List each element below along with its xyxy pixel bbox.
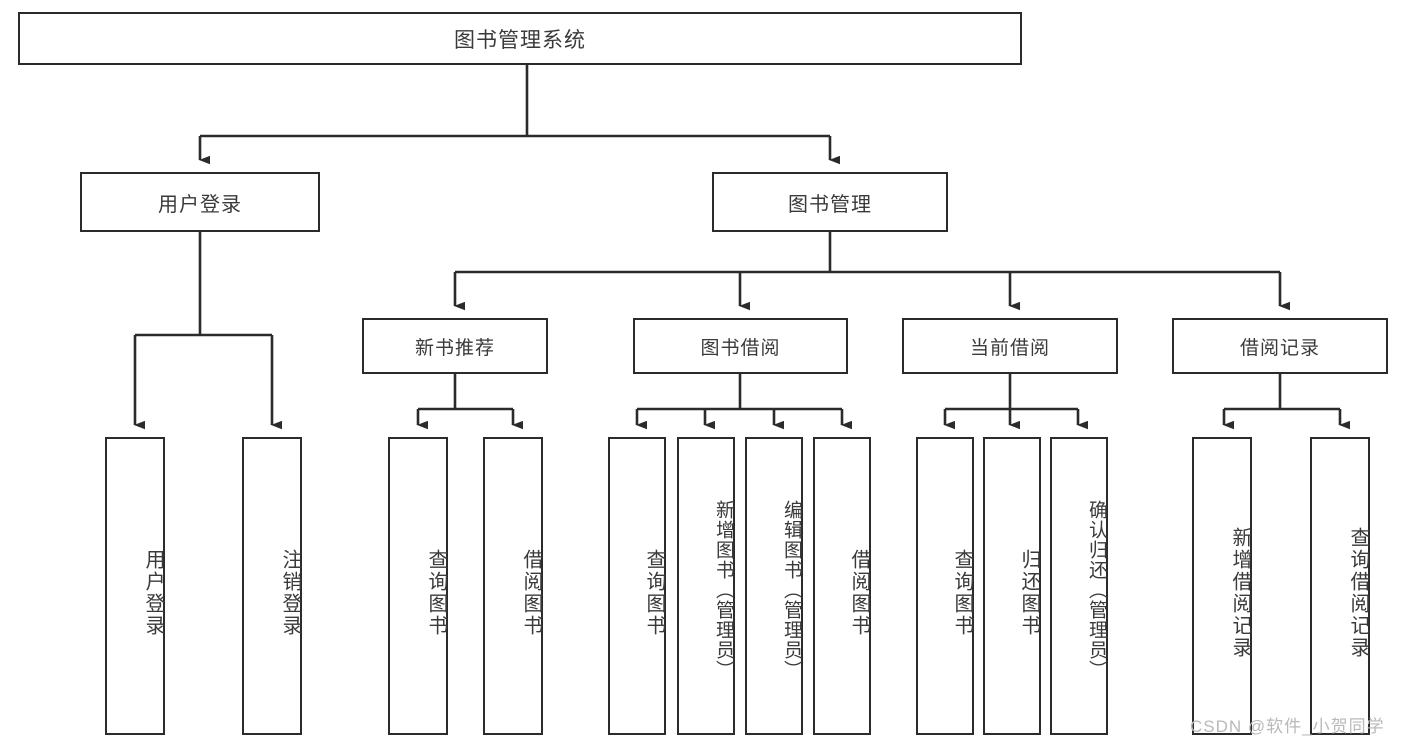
csdn-watermark: CSDN @软件_小贺同学 [1190,717,1385,736]
leaf-recommend-query-book[interactable]: 查询图书 [388,437,448,735]
leaf-borrow-add-book-admin[interactable]: 新增图书（管理员） [677,437,735,735]
leaf-user-login-logout[interactable]: 注销登录 [242,437,302,735]
leaf-current-confirm-return-admin[interactable]: 确认归还（管理员） [1050,437,1108,735]
leaf-record-add-record[interactable]: 新增借阅记录 [1192,437,1252,735]
leaf-current-return-book[interactable]: 归还图书 [983,437,1041,735]
node-current-borrow[interactable]: 当前借阅 [902,318,1118,374]
node-new-book-recommend[interactable]: 新书推荐 [362,318,548,374]
node-book-borrow[interactable]: 图书借阅 [633,318,848,374]
leaf-borrow-borrow-book[interactable]: 借阅图书 [813,437,871,735]
leaf-user-login-login[interactable]: 用户登录 [105,437,165,735]
node-user-login[interactable]: 用户登录 [80,172,320,232]
node-borrow-record[interactable]: 借阅记录 [1172,318,1388,374]
node-root-system[interactable]: 图书管理系统 [18,12,1022,65]
leaf-recommend-borrow-book[interactable]: 借阅图书 [483,437,543,735]
node-book-management[interactable]: 图书管理 [712,172,948,232]
leaf-borrow-query-book[interactable]: 查询图书 [608,437,666,735]
leaf-borrow-edit-book-admin[interactable]: 编辑图书（管理员） [745,437,803,735]
leaf-record-query-record[interactable]: 查询借阅记录 [1310,437,1370,735]
leaf-current-query-book[interactable]: 查询图书 [916,437,974,735]
